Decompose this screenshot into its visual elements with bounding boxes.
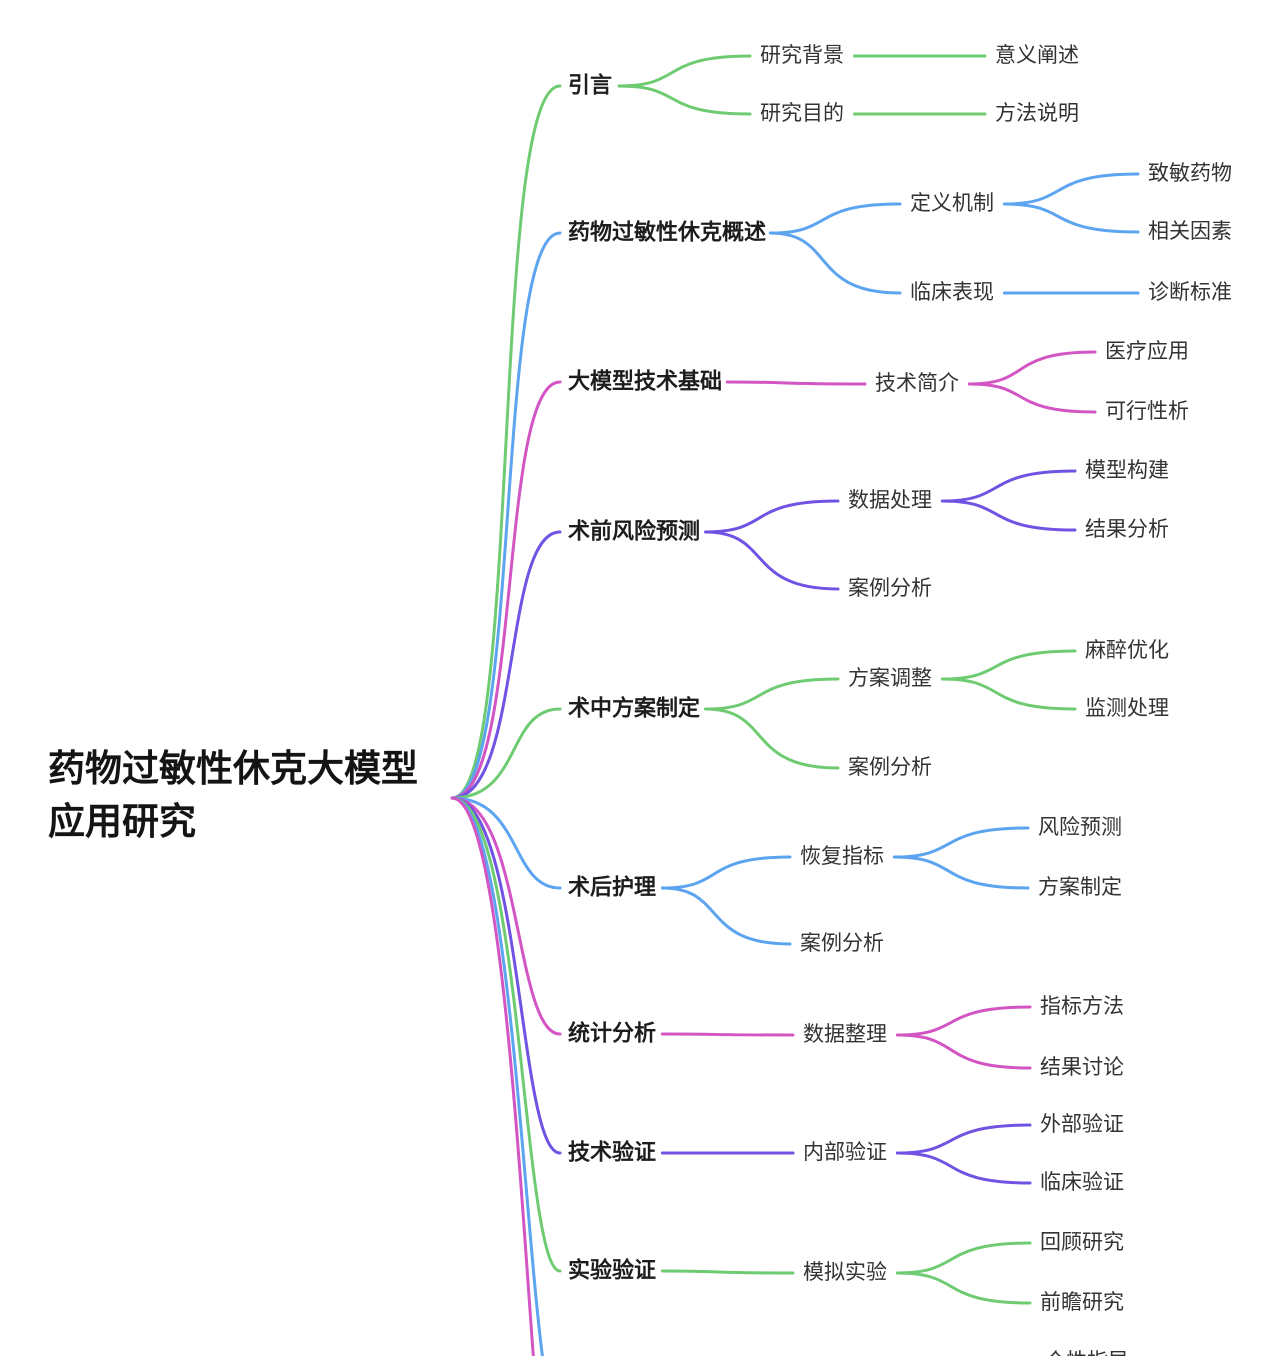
mindmap-edge [450, 796, 562, 1273]
mindmap-edge [892, 855, 1030, 890]
mindmap-edge [617, 54, 752, 88]
sub-topic[interactable]: 监测处理 [1085, 696, 1169, 720]
branch-topic[interactable]: 统计分析 [568, 1020, 657, 1046]
sub-topic[interactable]: 指标方法 [1040, 994, 1124, 1018]
sub-topic[interactable]: 结果讨论 [1040, 1055, 1124, 1079]
mindmap-edge [1002, 172, 1140, 206]
mindmap-edge [450, 796, 562, 890]
sub-topic[interactable]: 医疗应用 [1105, 339, 1189, 363]
mindmap-edge [450, 380, 562, 800]
mindmap-edge [940, 649, 1077, 681]
sub-topic[interactable]: 技术简介 [875, 371, 959, 395]
sub-topic[interactable]: 数据处理 [848, 488, 932, 512]
branch-topic[interactable]: 引言 [568, 72, 613, 98]
mindmap-edge [725, 380, 867, 386]
root-topic[interactable]: 药物过敏性休克大模型 应用研究 [48, 742, 418, 848]
sub-topic[interactable]: 结果分析 [1085, 517, 1169, 541]
sub-topic[interactable]: 模型构建 [1085, 458, 1169, 482]
mindmap-edge [892, 826, 1030, 859]
sub-topic[interactable]: 可行性析 [1105, 399, 1189, 423]
branch-topic[interactable]: 药物过敏性休克概述 [568, 219, 767, 245]
sub-topic[interactable]: 恢复指标 [800, 844, 884, 868]
branch-topic[interactable]: 实验验证 [568, 1257, 657, 1283]
branch-topic[interactable]: 术中方案制定 [568, 695, 701, 721]
mindmap-edge [895, 1241, 1032, 1275]
mindmap-edge [660, 855, 792, 890]
root-topic-line2: 应用研究 [48, 801, 196, 842]
branch-topic[interactable]: 大模型技术基础 [568, 368, 723, 394]
mindmap-edge [704, 499, 840, 534]
sub-topic[interactable]: 前瞻研究 [1040, 1290, 1124, 1314]
sub-topic[interactable]: 临床表现 [910, 280, 994, 304]
sub-topic[interactable]: 内部验证 [803, 1140, 887, 1164]
sub-topic[interactable]: 回顾研究 [1040, 1230, 1124, 1254]
mindmap-edge [895, 1005, 1032, 1037]
mindmap-edge [450, 796, 535, 1356]
sub-topic[interactable]: 研究目的 [760, 101, 844, 125]
sub-topic[interactable]: 数据整理 [803, 1022, 887, 1046]
mindmap-edge [704, 707, 840, 770]
mindmap-edge [617, 84, 752, 116]
sub-topic[interactable]: 案例分析 [848, 576, 932, 600]
sub-topic[interactable]: 方案调整 [848, 666, 932, 690]
root-topic-line1: 药物过敏性休克大模型 [48, 748, 418, 789]
sub-topic[interactable]: 相关因素 [1148, 219, 1232, 243]
mindmap-edge [450, 796, 562, 1036]
mindmap-edge [895, 1271, 1032, 1305]
mindmap-edge [704, 530, 840, 591]
sub-topic[interactable]: 致敏药物 [1148, 161, 1232, 185]
partial-node-topic[interactable]: 个性指导 [1045, 1345, 1129, 1356]
sub-topic[interactable]: 风险预测 [1038, 815, 1122, 839]
mindmap-edge [940, 677, 1077, 711]
mindmap-edge [450, 84, 562, 800]
branch-topic[interactable]: 术后护理 [568, 874, 657, 900]
sub-topic[interactable]: 方法说明 [995, 101, 1079, 125]
sub-topic[interactable]: 外部验证 [1040, 1112, 1124, 1136]
mindmap-edge [895, 1033, 1032, 1070]
mindmap-edge [895, 1123, 1032, 1155]
sub-topic[interactable]: 案例分析 [800, 931, 884, 955]
sub-topic[interactable]: 意义阐述 [995, 43, 1079, 67]
mindmap-edge [450, 707, 562, 800]
mindmap-edge [450, 796, 562, 1155]
sub-topic[interactable]: 研究背景 [760, 43, 844, 67]
mindmap-edge [660, 1032, 795, 1037]
mindmap-edge [704, 677, 840, 711]
branch-topic[interactable]: 术前风险预测 [568, 518, 701, 544]
sub-topic[interactable]: 模拟实验 [803, 1260, 887, 1284]
mindmap-edge [1002, 202, 1140, 234]
sub-topic[interactable]: 临床验证 [1040, 1170, 1124, 1194]
mindmap-edge [940, 499, 1077, 532]
sub-topic[interactable]: 案例分析 [848, 755, 932, 779]
mindmap-edge [450, 530, 562, 800]
branch-topic[interactable]: 技术验证 [568, 1139, 657, 1165]
mindmap-edge [967, 350, 1097, 386]
sub-topic[interactable]: 麻醉优化 [1085, 638, 1169, 662]
mindmap-edge [768, 231, 902, 295]
mindmap-edge [940, 469, 1077, 503]
sub-topic[interactable]: 诊断标准 [1148, 280, 1232, 304]
sub-topic[interactable]: 定义机制 [910, 191, 994, 215]
mindmap-edge [660, 886, 792, 946]
mindmap-edge [450, 231, 562, 800]
mindmap-edge [967, 382, 1097, 414]
mindmap-edge [450, 796, 544, 1356]
mindmap-edge [895, 1151, 1032, 1185]
mindmap-edge [768, 202, 902, 235]
sub-topic[interactable]: 方案制定 [1038, 875, 1122, 899]
mindmap-edge [660, 1269, 795, 1275]
